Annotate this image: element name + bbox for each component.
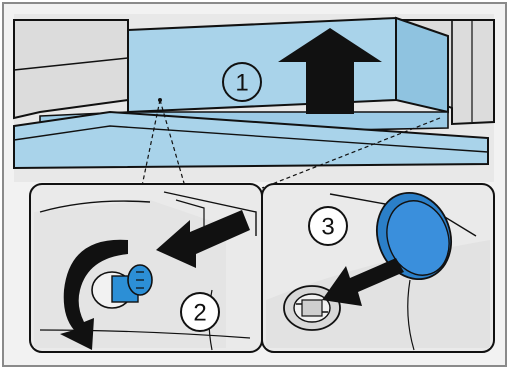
arrow-down-left-icon	[322, 258, 404, 306]
drawer-top	[127, 16, 397, 114]
arrow-left-down-icon	[156, 210, 250, 268]
detail-left-ridge-1	[39, 200, 151, 213]
step-2-label: 2	[193, 300, 206, 327]
cap	[376, 191, 452, 281]
detail-right-edge	[407, 279, 415, 351]
left-cabinet	[13, 19, 129, 120]
knob-grip	[136, 271, 144, 289]
top-scene: 1	[13, 14, 495, 191]
step-3-marker: 3	[308, 206, 348, 246]
leader-line-2	[141, 99, 161, 187]
detail-left-edge	[39, 329, 251, 339]
detail-panel-left: 2	[29, 183, 263, 353]
detail-left-ridge-3	[175, 199, 205, 228]
rotate-arrow-icon	[60, 239, 128, 350]
step-1-label: 1	[235, 70, 248, 97]
left-cabinet-shelf	[13, 57, 129, 71]
front-panel-edge	[13, 125, 489, 153]
leader-point	[158, 98, 162, 102]
step-1-marker: 1	[222, 62, 262, 102]
detail-panel-right: 3	[261, 183, 495, 353]
step-3-label: 3	[321, 214, 334, 241]
arrow-up-icon	[278, 28, 382, 114]
leader-line-3	[261, 117, 441, 189]
front-panel	[13, 110, 489, 170]
step-2-marker: 2	[180, 292, 220, 332]
detail-left-ridge-2	[163, 191, 257, 236]
leader-line-1	[159, 99, 187, 191]
